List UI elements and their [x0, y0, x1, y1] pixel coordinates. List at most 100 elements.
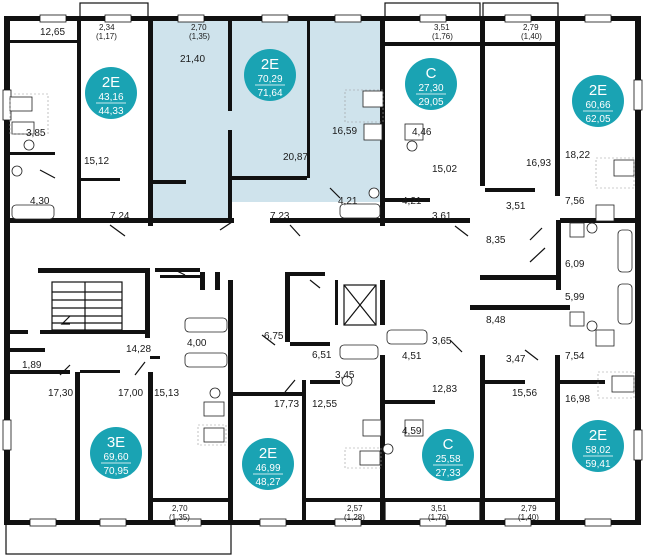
apartment-living-area: 60,66 [585, 100, 610, 111]
apartment-type: С [426, 65, 437, 82]
room-area-label: 4,59 [402, 426, 422, 437]
room-area-label: 17,00 [118, 388, 143, 399]
apartment-total-area: 44,33 [98, 106, 123, 117]
windows [2, 14, 643, 527]
apartment-total-area: 71,64 [257, 88, 282, 99]
room-area-label: 7,24 [110, 211, 130, 222]
apartment-type: 2E [589, 82, 607, 99]
fixtures [9, 90, 635, 466]
room-area-label: 3,85 [26, 128, 46, 139]
apartment-badge[interactable]: С 27,30 29,05 [405, 58, 457, 110]
apartment-badge[interactable]: 3E 69,60 70,95 [90, 427, 142, 479]
apartment-type: 2E [261, 56, 279, 73]
balcony-reduced-area: (1,17) [96, 32, 117, 41]
room-area-label: 12,65 [40, 27, 65, 38]
room-area-label: 14,28 [126, 344, 151, 355]
elevator-shaft [343, 284, 377, 326]
room-area-label: 4,46 [412, 127, 432, 138]
exterior-walls [4, 16, 641, 525]
balcony-labels: 2,34 (1,17) 2,70 (1,35) 3,51 (1,76) 2,79… [96, 23, 542, 522]
apartment-total-area: 62,05 [585, 114, 610, 125]
room-area-label: 15,56 [512, 388, 537, 399]
furniture-guides [9, 89, 635, 469]
balcony-reduced-area: (1,35) [169, 513, 190, 522]
room-area-label: 4,00 [187, 338, 207, 349]
room-area-label: 16,93 [526, 158, 551, 169]
balcony-reduced-area: (1,40) [521, 32, 542, 41]
room-area-label: 15,13 [154, 388, 179, 399]
room-area-label: 15,02 [432, 164, 457, 175]
room-area-label: 17,30 [48, 388, 73, 399]
room-area-label: 21,40 [180, 54, 205, 65]
room-area-label: 7,56 [565, 196, 585, 207]
room-area-label: 3,61 [432, 211, 452, 222]
balcony-area: 2,57 [347, 504, 363, 513]
apartment-total-area: 27,33 [435, 468, 460, 479]
balcony-area: 3,51 [434, 23, 450, 32]
balcony-area: 2,34 [99, 23, 115, 32]
room-area-label: 4,21 [402, 196, 422, 207]
apartment-living-area: 25,58 [435, 454, 460, 465]
balcony-area: 2,79 [521, 504, 537, 513]
balcony-reduced-area: (1,35) [189, 32, 210, 41]
room-area-label: 5,99 [565, 292, 585, 303]
room-area-label: 3,51 [506, 201, 526, 212]
apartment-living-area: 27,30 [418, 83, 443, 94]
apartment-badge[interactable]: 2E 43,16 44,33 [85, 67, 137, 119]
apartment-total-area: 48,27 [255, 477, 280, 488]
balcony-reduced-area: (1,76) [432, 32, 453, 41]
balcony-area: 2,70 [172, 504, 188, 513]
room-area-label: 6,51 [312, 350, 332, 361]
room-area-label: 20,87 [283, 152, 308, 163]
room-area-label: 16,98 [565, 394, 590, 405]
selected-apartment-notch [151, 202, 231, 222]
balcony-reduced-area: (1,28) [344, 513, 365, 522]
room-area-label: 12,55 [312, 399, 337, 410]
balcony-area: 2,70 [191, 23, 207, 32]
balcony-area: 2,79 [523, 23, 539, 32]
stairwell [51, 281, 123, 331]
interior-walls [4, 16, 640, 522]
room-area-label: 6,09 [565, 259, 585, 270]
balcony-reduced-area: (1,40) [518, 513, 539, 522]
room-area-label: 3,45 [335, 370, 355, 381]
apartment-type: 2E [102, 74, 120, 91]
selected-apartment-highlight[interactable] [151, 18, 383, 202]
apartment-type: 2E [589, 427, 607, 444]
apartment-badge[interactable]: С 25,58 27,33 [422, 429, 474, 481]
balcony-reduced-area: (1,76) [428, 513, 449, 522]
apartment-living-area: 43,16 [98, 92, 123, 103]
room-area-label: 17,73 [274, 399, 299, 410]
room-area-label: 7,23 [270, 211, 290, 222]
room-area-label: 6,75 [264, 331, 284, 342]
apartment-badge[interactable]: 2E 58,02 59,41 [572, 420, 624, 472]
room-area-label: 1,89 [22, 360, 42, 371]
room-area-label: 16,59 [332, 126, 357, 137]
apartment-type: 3E [107, 434, 125, 451]
apartment-total-area: 59,41 [585, 459, 610, 470]
room-area-label: 4,51 [402, 351, 422, 362]
room-area-label: 8,35 [486, 235, 506, 246]
room-area-label: 4,30 [30, 196, 50, 207]
apartment-type: С [443, 436, 454, 453]
room-area-label: 8,48 [486, 315, 506, 326]
apartment-type: 2E [259, 445, 277, 462]
apartment-living-area: 58,02 [585, 445, 610, 456]
apartment-living-area: 70,29 [257, 74, 282, 85]
apartment-total-area: 70,95 [103, 466, 128, 477]
apartment-badge[interactable]: 2E 46,99 48,27 [242, 438, 294, 490]
room-area-label: 3,65 [432, 336, 452, 347]
room-area-label: 4,21 [338, 196, 358, 207]
apartment-living-area: 69,60 [103, 452, 128, 463]
apartment-badge[interactable]: 2E 70,29 71,64 [244, 49, 296, 101]
room-area-label: 12,83 [432, 384, 457, 395]
apartment-badge[interactable]: 2E 60,66 62,05 [572, 75, 624, 127]
room-area-label: 7,54 [565, 351, 585, 362]
door-swings [39, 169, 546, 393]
room-area-label: 18,22 [565, 150, 590, 161]
room-area-label: 15,12 [84, 156, 109, 167]
balcony-area: 3,51 [431, 504, 447, 513]
apartment-total-area: 29,05 [418, 97, 443, 108]
